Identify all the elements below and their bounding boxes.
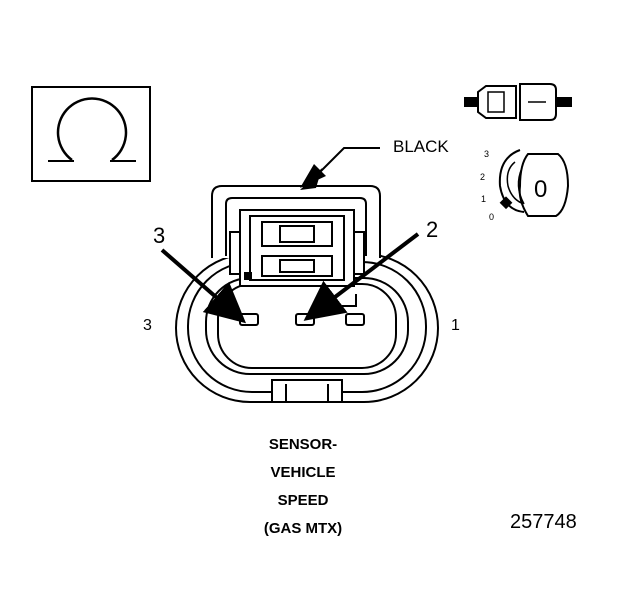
terminal-cavity-3 [239, 313, 259, 326]
callout-arrow-2 [303, 232, 420, 321]
caption-line: SENSOR- [269, 436, 337, 453]
pin-label-right: 1 [451, 317, 460, 334]
black-label-leader [300, 147, 380, 190]
wire-color-label: BLACK [393, 137, 449, 156]
dial-tick-label: 2 [480, 172, 485, 182]
callout-label-3: 3 [153, 223, 165, 248]
figure-number: 257748 [510, 511, 577, 533]
dial-value: 0 [534, 176, 547, 203]
caption-line: (GAS MTX) [264, 520, 342, 537]
ohm-icon [56, 97, 128, 162]
dial-tick-label: 0 [489, 212, 494, 222]
callout-label-2: 2 [426, 217, 438, 242]
position-indicator-icon [498, 149, 570, 217]
callout-arrow-3 [160, 248, 247, 324]
dial-tick-label: 3 [484, 149, 489, 159]
connector-body [175, 185, 439, 403]
mini-connector-icon [464, 83, 572, 121]
terminal-cavity-1 [345, 313, 365, 326]
ohm-symbol-box [31, 86, 151, 182]
pin-label-left: 3 [143, 317, 152, 334]
caption-line: VEHICLE [270, 464, 335, 481]
dial-tick-label: 1 [481, 194, 486, 204]
caption-line: SPEED [278, 492, 329, 509]
